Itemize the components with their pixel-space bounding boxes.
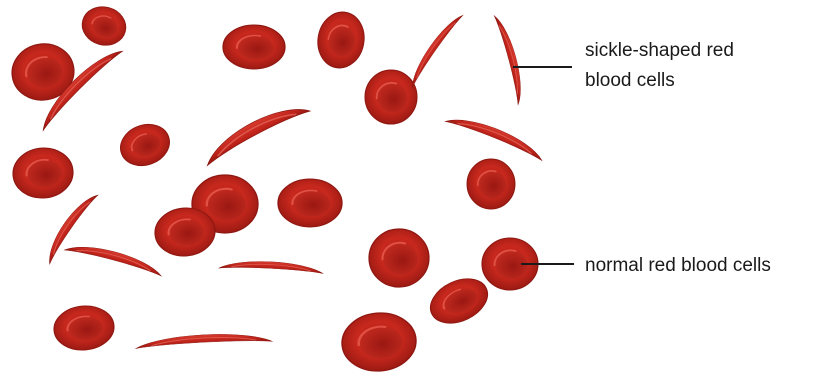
normal-cell	[115, 118, 176, 173]
normal-cell	[340, 310, 419, 372]
normal-cell	[78, 2, 130, 50]
normal-cell	[423, 270, 494, 332]
normal-label: normal red blood cells	[585, 255, 771, 276]
normal-cells	[8, 2, 538, 372]
normal-cell	[365, 70, 417, 124]
normal-cell	[223, 25, 285, 69]
sickle-cell	[200, 96, 310, 165]
sickle-label-line2: blood cells	[585, 70, 675, 91]
normal-cell	[52, 303, 116, 352]
normal-cell	[11, 145, 75, 200]
sickle-cell	[64, 239, 164, 276]
sickle-cell	[136, 331, 272, 348]
sickle-cell	[219, 259, 323, 273]
normal-cell	[278, 179, 342, 227]
sickle-cell	[445, 110, 546, 160]
sickle-cell	[494, 13, 528, 104]
normal-cell	[369, 229, 429, 287]
normal-cell	[467, 159, 515, 209]
sickle-label-line1: sickle-shaped red	[585, 40, 734, 61]
sickle-cell	[405, 10, 463, 87]
normal-cell	[313, 8, 368, 71]
